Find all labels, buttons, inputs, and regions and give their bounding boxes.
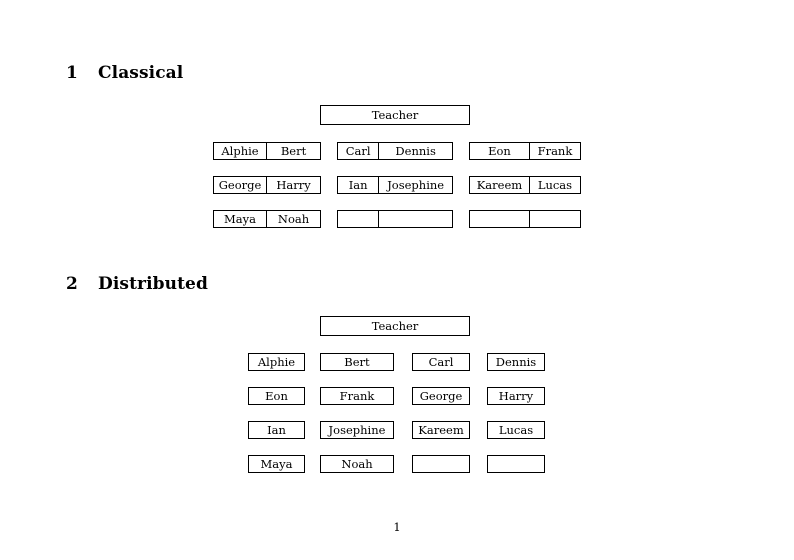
section-title: Distributed (98, 274, 208, 294)
student-box: Josephine (320, 421, 394, 439)
student-cell: Lucas (528, 177, 580, 193)
student-row: Maya Noah (0, 455, 794, 475)
student-row: Alphie Bert Carl Dennis Eon Frank (0, 142, 794, 162)
student-cell: Alphie (221, 144, 259, 158)
student-box: Eon (248, 387, 305, 405)
student-group: Carl Dennis (337, 142, 453, 160)
diagram-distributed: Teacher Alphie Bert Carl Dennis Eon Fran… (0, 311, 794, 475)
student-box: Lucas (487, 421, 545, 439)
section-title: Classical (98, 63, 184, 83)
student-group: Ian Josephine (337, 176, 453, 194)
student-cell-empty (338, 211, 378, 227)
student-box: Carl (412, 353, 470, 371)
student-group-empty (337, 210, 453, 228)
student-cell: Maya (224, 212, 256, 226)
student-cell: Bert (266, 143, 320, 159)
student-row: Alphie Bert Carl Dennis (0, 353, 794, 373)
student-group: George Harry (213, 176, 321, 194)
student-row: Eon Frank George Harry (0, 387, 794, 407)
student-cell: Josephine (378, 177, 452, 193)
student-row: George Harry Ian Josephine Kareem Lucas (0, 176, 794, 196)
student-row: Ian Josephine Kareem Lucas (0, 421, 794, 441)
student-cell: Eon (488, 144, 511, 158)
student-cell: George (218, 178, 262, 192)
student-cell: Harry (266, 177, 320, 193)
teacher-box: Teacher (320, 105, 470, 125)
diagram-classical: Teacher Alphie Bert Carl Dennis Eon Fran… (0, 100, 794, 230)
student-cell-empty (378, 211, 452, 227)
teacher-box: Teacher (320, 316, 470, 336)
student-cell: Noah (266, 211, 320, 227)
student-group: Maya Noah (213, 210, 321, 228)
section-number: 2 (66, 274, 78, 294)
section-heading-distributed: 2 Distributed (66, 274, 208, 294)
student-group: Eon Frank (469, 142, 581, 160)
student-row: Maya Noah (0, 210, 794, 230)
student-box: George (412, 387, 470, 405)
section-heading-classical: 1 Classical (66, 63, 183, 83)
student-cell: Carl (345, 144, 371, 158)
student-box-empty (487, 455, 545, 473)
section-number: 1 (66, 63, 78, 83)
student-box: Maya (248, 455, 305, 473)
student-cell: Dennis (378, 143, 452, 159)
student-cell: Kareem (476, 178, 523, 192)
student-box: Kareem (412, 421, 470, 439)
teacher-row: Teacher (0, 100, 794, 125)
teacher-row: Teacher (0, 311, 794, 336)
student-box: Dennis (487, 353, 545, 371)
student-group-empty (469, 210, 581, 228)
student-cell-empty (528, 211, 580, 227)
student-box-empty (412, 455, 470, 473)
student-box: Alphie (248, 353, 305, 371)
student-group: Alphie Bert (213, 142, 321, 160)
student-box: Harry (487, 387, 545, 405)
student-box: Ian (248, 421, 305, 439)
student-box: Noah (320, 455, 394, 473)
student-cell: Frank (528, 143, 580, 159)
student-box: Frank (320, 387, 394, 405)
student-group: Kareem Lucas (469, 176, 581, 194)
page-number: 1 (393, 520, 401, 534)
student-cell: Ian (348, 178, 368, 192)
student-cell-empty (470, 211, 529, 227)
student-box: Bert (320, 353, 394, 371)
